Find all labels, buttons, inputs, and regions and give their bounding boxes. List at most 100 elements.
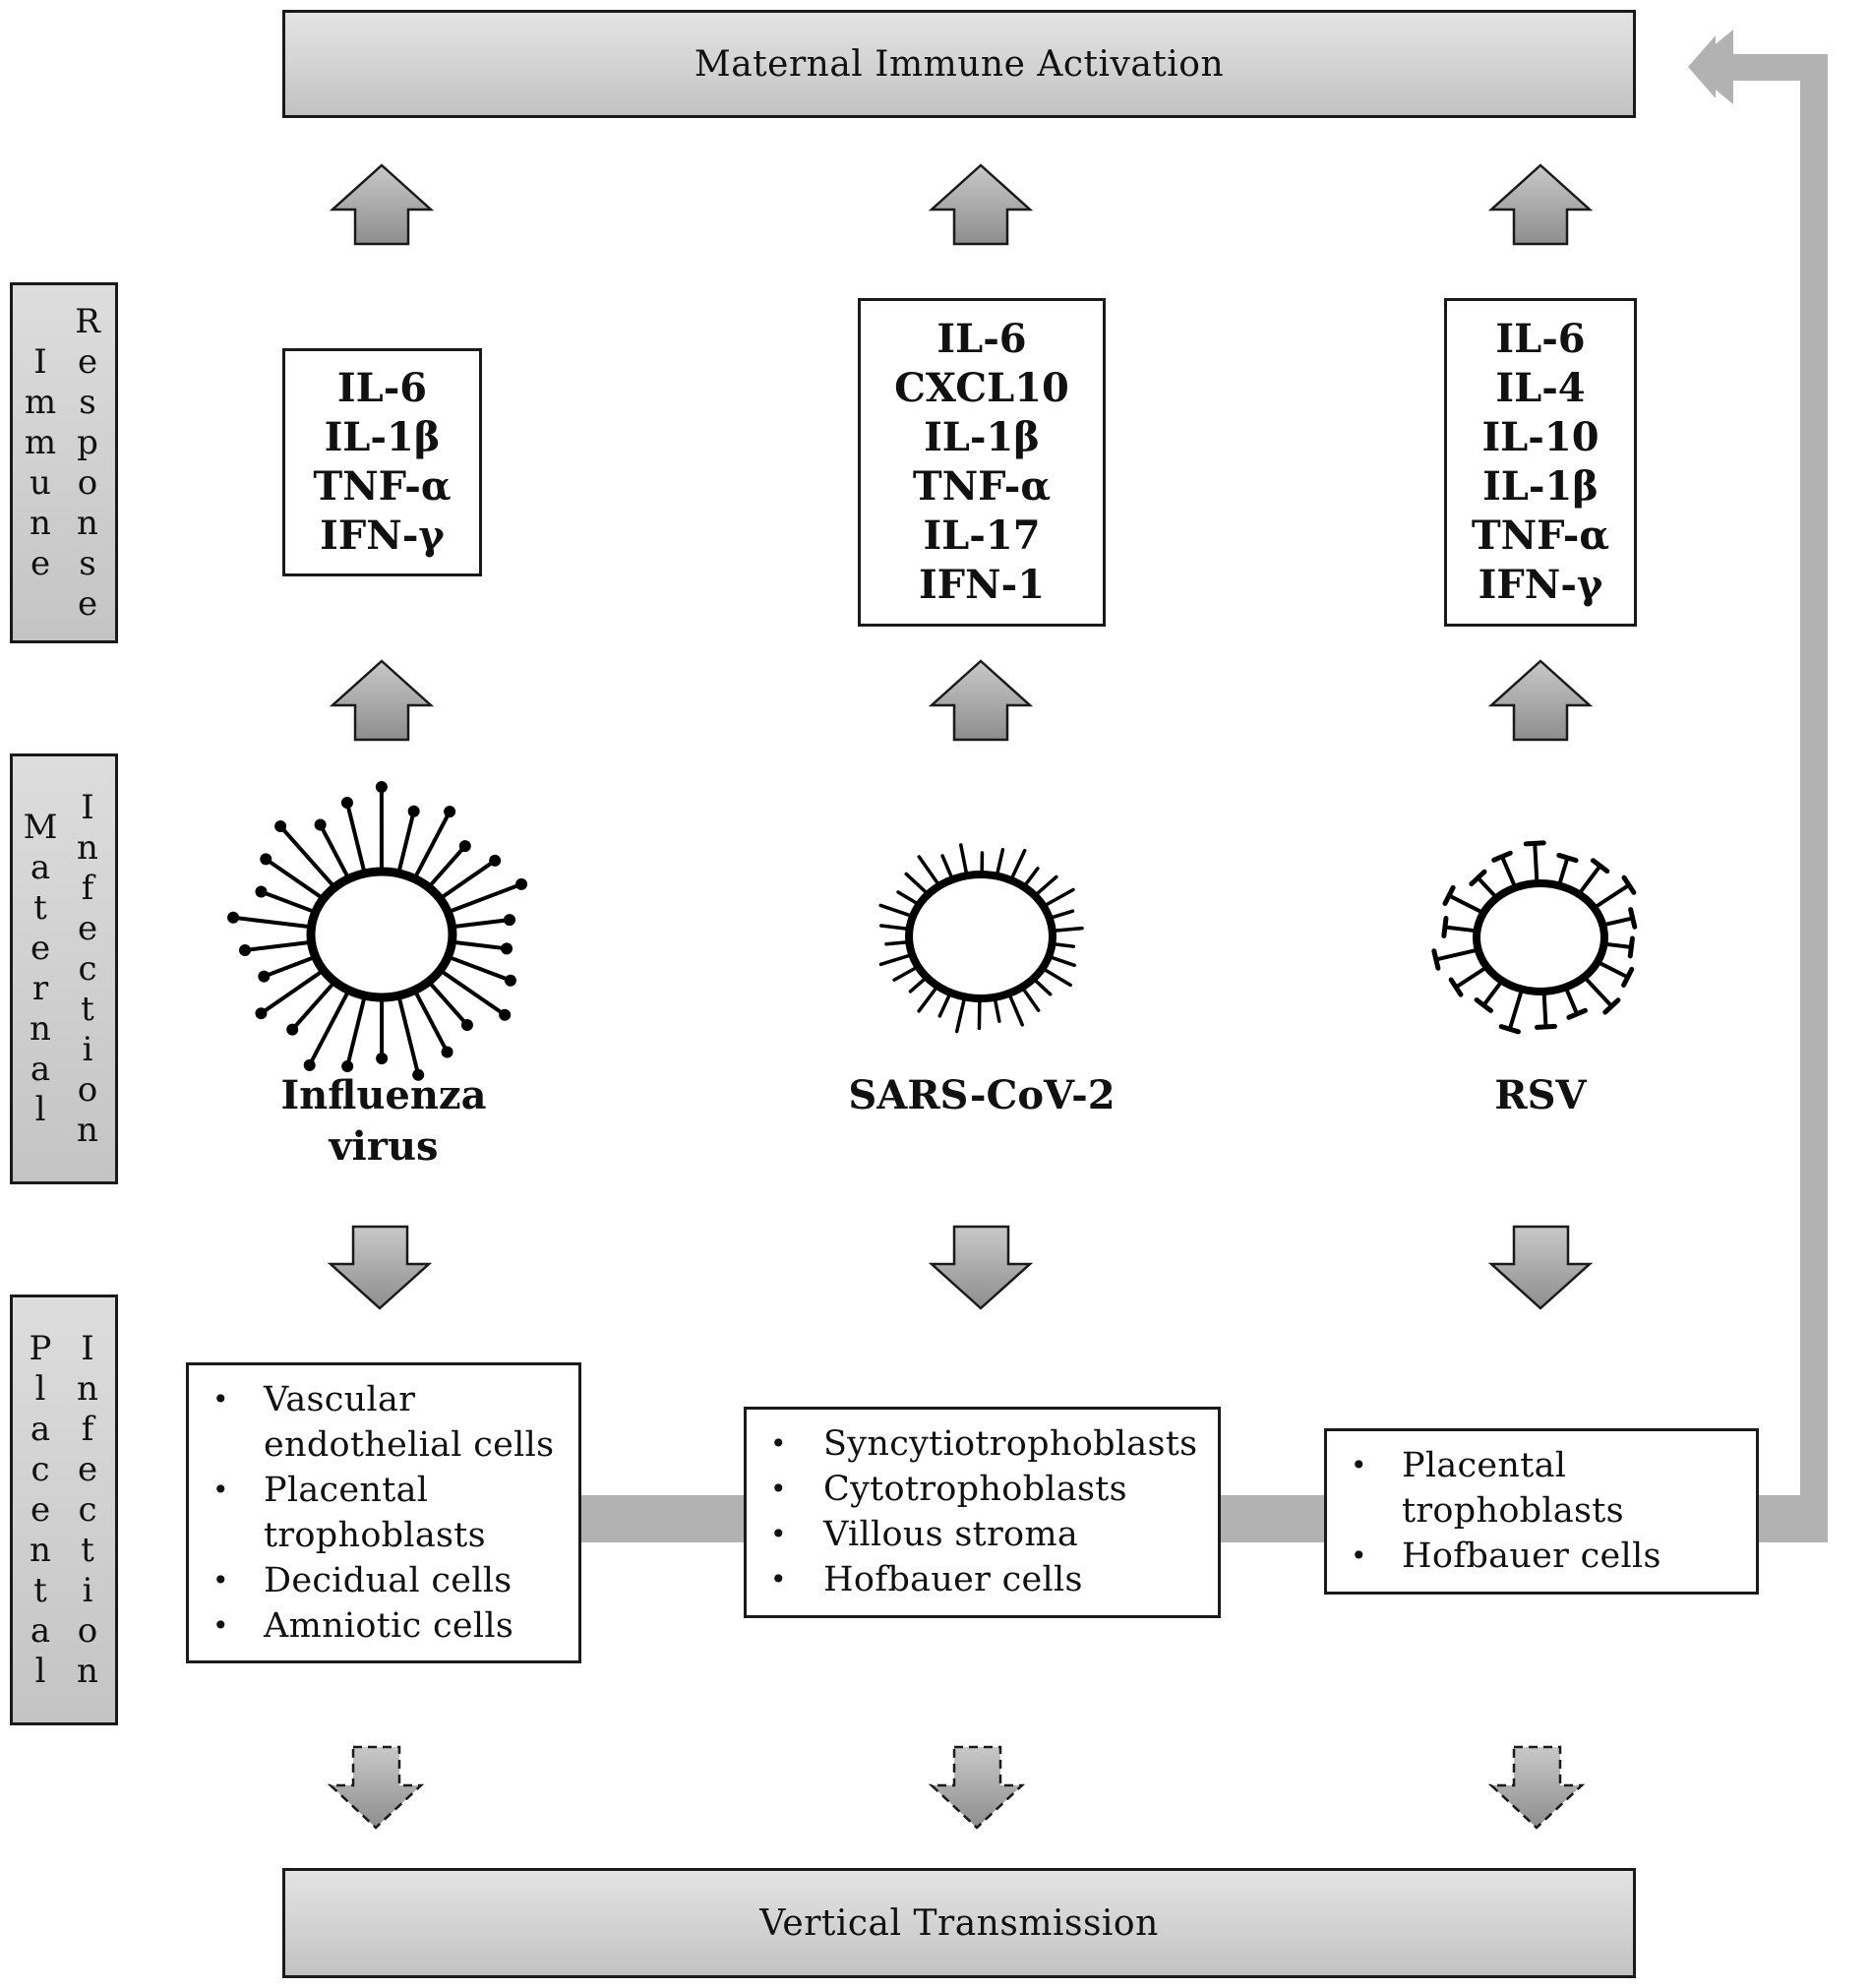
side-letter: e <box>30 543 51 583</box>
virus-spike <box>397 809 416 872</box>
virus-spike <box>1595 882 1631 908</box>
side-letter: s <box>79 543 96 583</box>
virus-spike <box>243 940 310 953</box>
cytokine-item: IL-1β <box>924 414 1040 460</box>
spike-tip <box>412 1068 425 1081</box>
spike-tip <box>260 853 272 866</box>
side-letter: a <box>30 1409 51 1449</box>
spike-tip <box>314 818 327 831</box>
side-letter: l <box>34 1368 46 1409</box>
virus-spike <box>954 998 966 1034</box>
up-arrows-middle <box>329 659 1594 742</box>
side-letter: e <box>30 1489 51 1530</box>
virus-spike <box>414 810 453 877</box>
virus-spike <box>1036 874 1058 895</box>
virus-spike <box>429 982 469 1027</box>
placental-cells-influenza: Vascular endothelial cellsPlacental trop… <box>186 1362 581 1663</box>
spike-tip <box>1602 997 1621 1015</box>
spike-tip <box>239 944 252 957</box>
virus-spike <box>1565 989 1580 1016</box>
virus-spike <box>1599 961 1630 980</box>
virus-spike <box>262 956 314 979</box>
virus-spike <box>908 978 926 994</box>
virus-spike <box>917 855 939 884</box>
virus-spike <box>896 890 918 905</box>
side-letter: t <box>33 1570 47 1610</box>
virus-spike <box>441 858 498 899</box>
spike-tip <box>458 840 471 853</box>
virus-spike <box>318 822 349 877</box>
placental-cells-sars-cov-2: SyncytiotrophoblastsCytotrophoblastsVill… <box>744 1407 1221 1618</box>
placental-cells-rsv: Placental trophoblastsHofbauer cells <box>1324 1428 1759 1595</box>
maternal-immune-activation-banner: Maternal Immune Activation <box>282 10 1636 118</box>
up-arrows-top <box>329 163 1594 246</box>
cell-type-item: Vascular endothelial cells <box>189 1377 578 1468</box>
spike-tip <box>1556 852 1579 864</box>
spike-tip <box>441 1046 453 1058</box>
side-letter: r <box>31 969 49 1008</box>
cytokine-item: IL-10 <box>1481 414 1599 460</box>
side-letter: o <box>77 1610 98 1651</box>
virus-spike <box>1008 994 1025 1027</box>
side-letter: i <box>82 1029 93 1069</box>
cytokine-item: IL-4 <box>1495 365 1586 411</box>
feedback-arrow-head-bar <box>1716 54 1828 81</box>
virus-spike <box>1605 942 1634 949</box>
spike-tip <box>1498 1024 1521 1035</box>
spike-tip <box>1474 997 1493 1013</box>
virus-name-line: RSV <box>1494 1072 1587 1118</box>
virus-spike <box>878 924 908 931</box>
spike-tip <box>1621 874 1637 895</box>
virus-spike <box>259 889 314 913</box>
spike-tip <box>1621 966 1635 988</box>
spike-tip <box>1628 907 1638 930</box>
side-letter: n <box>30 503 51 543</box>
spike-tip <box>227 911 240 924</box>
side-letter: I <box>81 787 94 827</box>
spike-tip <box>501 942 513 955</box>
cell-type-item: Placental trophoblasts <box>189 1468 578 1558</box>
cytokine-item: IL-17 <box>923 512 1041 559</box>
virus-spike <box>1034 979 1053 996</box>
virus-spike <box>397 997 421 1077</box>
side-letter: u <box>30 462 51 503</box>
virus-spike <box>878 953 911 967</box>
spike-tip <box>255 1007 268 1020</box>
virus-spike <box>231 915 310 929</box>
virus-spike <box>278 824 334 887</box>
spike-tip <box>444 806 456 818</box>
virus-spike <box>1022 989 1041 1012</box>
cell-list: Vascular endothelial cellsPlacental trop… <box>189 1377 578 1649</box>
side-letter: n <box>77 1110 98 1150</box>
virus-spike <box>904 872 928 894</box>
virus-spike <box>307 992 349 1067</box>
spike-tip <box>1590 858 1610 874</box>
spike-tip <box>504 914 516 927</box>
cell-type-item: Hofbauer cells <box>747 1557 1218 1602</box>
spike-tip <box>1627 935 1635 959</box>
spike-tip <box>1535 1023 1557 1030</box>
down-arrows <box>327 1225 1594 1310</box>
spike-tip <box>1442 884 1456 906</box>
side-letter: a <box>30 1610 51 1651</box>
side-letter: c <box>78 948 97 989</box>
side-letter: P <box>29 1328 52 1368</box>
side-letter: n <box>77 1368 98 1409</box>
side-letter: e <box>77 341 98 382</box>
cytokine-item: IL-6 <box>336 365 428 411</box>
spike-tip <box>286 1023 299 1036</box>
cytokine-item: IL-6 <box>936 316 1027 362</box>
cytokine-item: IL-1β <box>1482 463 1599 510</box>
spike-tip <box>504 974 516 987</box>
virus-spike <box>259 970 323 1016</box>
cell-type-item: Villous stroma <box>747 1512 1218 1557</box>
spike-tip <box>499 1008 512 1021</box>
cell-type-item: Decidual cells <box>189 1558 578 1603</box>
spike-tip <box>1448 977 1464 997</box>
side-letter: e <box>77 1449 98 1489</box>
side-letter: m <box>24 422 57 462</box>
